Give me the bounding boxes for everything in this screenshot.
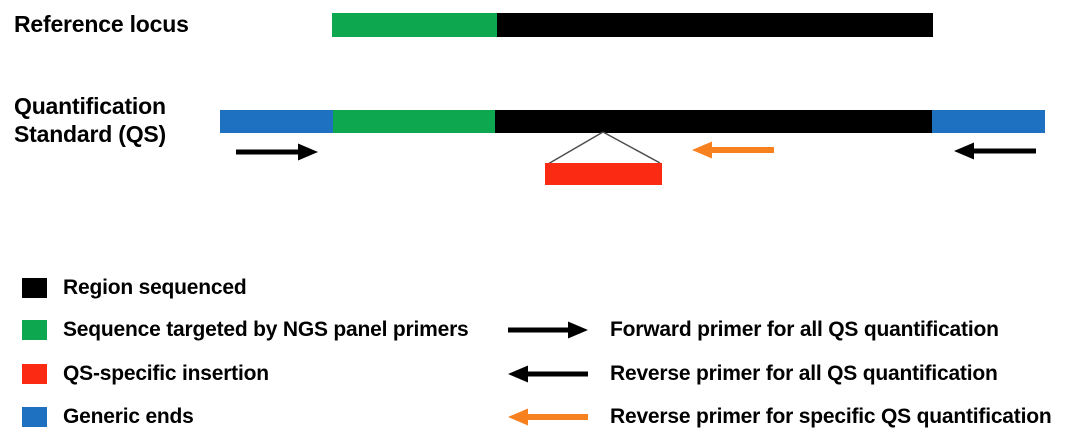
reference-bar-sequenced-segment xyxy=(497,13,933,37)
legend-item-qs-insertion: QS-specific insertion xyxy=(22,362,269,385)
specific-reverse-primer-legend-arrow-icon xyxy=(508,408,588,426)
legend-item-region-sequenced: Region sequenced xyxy=(22,276,247,299)
legend-label: Sequence targeted by NGS panel primers xyxy=(63,318,469,341)
qs-label: Quantification Standard (QS) xyxy=(14,92,166,148)
reference-bar-ngs-target-segment xyxy=(332,13,497,37)
primer-label: Reverse primer for specific QS quantific… xyxy=(610,405,1052,428)
primer-label: Forward primer for all QS quantification xyxy=(610,318,999,341)
legend-swatch-generic-ends xyxy=(22,407,47,427)
legend-swatch-qs-insertion xyxy=(22,364,47,384)
legend-item-specific-reverse-primer: Reverse primer for specific QS quantific… xyxy=(508,405,1052,428)
legend-item-reverse-primer: Reverse primer for all QS quantification xyxy=(508,362,998,385)
legend-label: Generic ends xyxy=(63,405,194,428)
reverse-primer-arrow-icon xyxy=(954,142,1036,160)
forward-primer-legend-arrow-icon xyxy=(508,321,588,339)
qs-label-line2: Standard (QS) xyxy=(14,121,167,147)
specific-reverse-primer-arrow-icon xyxy=(692,141,774,159)
forward-primer-arrow-icon xyxy=(236,143,318,161)
legend-item-ngs-target: Sequence targeted by NGS panel primers xyxy=(22,318,469,341)
qs-insertion-callout xyxy=(545,131,662,185)
qs-bar-generic-end-left-segment xyxy=(220,110,333,133)
qs-bar-ngs-target-segment xyxy=(333,110,495,133)
qs-label-line1: Quantification xyxy=(14,93,166,119)
primer-label: Reverse primer for all QS quantification xyxy=(610,362,998,385)
reverse-primer-legend-arrow-icon xyxy=(508,365,588,383)
qs-bar-generic-end-right-segment xyxy=(932,110,1045,133)
legend-label: QS-specific insertion xyxy=(63,362,269,385)
insertion-rect xyxy=(545,163,662,185)
legend-label: Region sequenced xyxy=(63,276,247,299)
insertion-callout-left-line xyxy=(547,131,604,165)
legend-swatch-region-sequenced xyxy=(22,278,47,298)
insertion-callout-right-line xyxy=(602,131,661,164)
legend-swatch-ngs-target xyxy=(22,320,47,340)
legend-item-forward-primer: Forward primer for all QS quantification xyxy=(508,318,999,341)
reference-locus-label: Reference locus xyxy=(14,11,189,37)
qs-bar-sequenced-segment xyxy=(495,110,932,133)
legend-item-generic-ends: Generic ends xyxy=(22,405,194,428)
